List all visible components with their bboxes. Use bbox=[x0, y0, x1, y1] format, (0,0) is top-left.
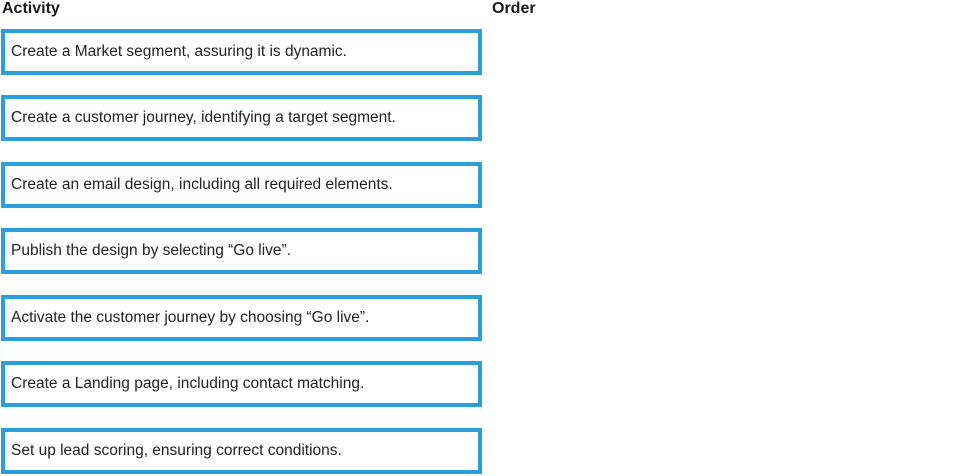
activity-item-label: Publish the design by selecting “Go live… bbox=[11, 242, 292, 259]
activity-item-email-design[interactable]: Create an email design, including all re… bbox=[1, 162, 482, 208]
activity-item-label: Create a Landing page, including contact… bbox=[11, 375, 365, 392]
activity-item-customer-journey[interactable]: Create a customer journey, identifying a… bbox=[1, 95, 482, 141]
activity-item-publish-design[interactable]: Publish the design by selecting “Go live… bbox=[1, 228, 482, 274]
activity-heading: Activity bbox=[2, 0, 60, 17]
order-heading: Order bbox=[492, 0, 536, 17]
activity-item-label: Activate the customer journey by choosin… bbox=[11, 309, 370, 326]
activity-item-market-segment[interactable]: Create a Market segment, assuring it is … bbox=[1, 29, 482, 75]
activity-item-label: Set up lead scoring, ensuring correct co… bbox=[11, 442, 342, 459]
activity-item-landing-page[interactable]: Create a Landing page, including contact… bbox=[1, 361, 482, 407]
activity-item-label: Create a customer journey, identifying a… bbox=[11, 109, 396, 126]
activity-item-label: Create an email design, including all re… bbox=[11, 176, 393, 193]
activity-item-activate-journey[interactable]: Activate the customer journey by choosin… bbox=[1, 295, 482, 341]
activity-list: Create a Market segment, assuring it is … bbox=[1, 29, 482, 474]
activity-item-lead-scoring[interactable]: Set up lead scoring, ensuring correct co… bbox=[1, 428, 482, 474]
activity-item-label: Create a Market segment, assuring it is … bbox=[11, 43, 347, 60]
order-drop-area[interactable] bbox=[490, 24, 970, 474]
